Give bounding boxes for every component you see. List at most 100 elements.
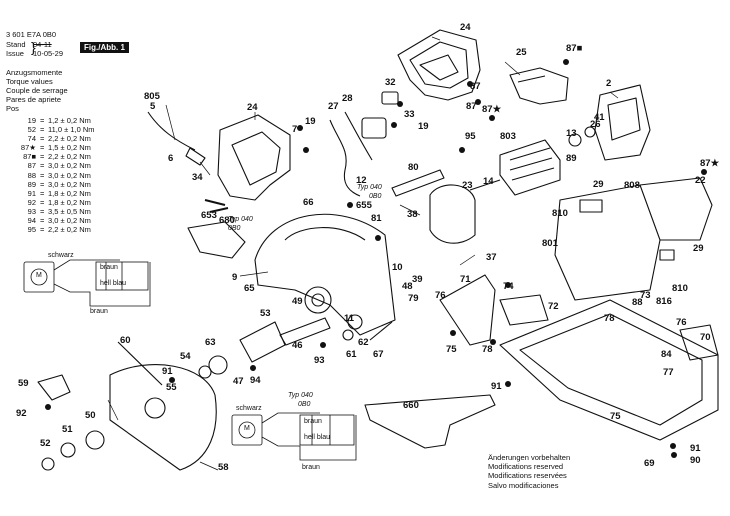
part-label-63: 63 bbox=[205, 337, 216, 348]
typ-label-b2: 0B0 bbox=[228, 225, 241, 232]
part-code: 3 601 E7A 0B0 bbox=[6, 30, 57, 39]
part-label-2: 2 bbox=[606, 78, 612, 89]
part-label-27: 27 bbox=[328, 101, 339, 112]
stand-label: Stand bbox=[6, 40, 26, 49]
torque-titles: Anzugsmomente Torque values Couple de se… bbox=[6, 68, 68, 113]
note-de: Änderungen vorbehalten bbox=[488, 453, 571, 462]
part-label-78b: 78 bbox=[482, 344, 493, 355]
torque-pos: 89 bbox=[27, 179, 36, 189]
wire-label-braun-a: braun bbox=[100, 264, 118, 271]
spindle-46 bbox=[279, 317, 331, 346]
torque-equals: = bbox=[40, 152, 45, 162]
torque-equals: = bbox=[40, 225, 45, 235]
part-label-655: 655 bbox=[356, 200, 372, 211]
part-label-19a: 19 bbox=[305, 116, 316, 127]
torque-value: 2,2 ± 0,2 Nm bbox=[48, 225, 91, 235]
base-plate bbox=[499, 299, 719, 441]
part-label-76a: 76 bbox=[435, 290, 446, 301]
part-label-810a: 810 bbox=[552, 208, 568, 219]
part-label-72: 72 bbox=[548, 301, 559, 312]
torque-equals: = bbox=[40, 116, 45, 125]
part-label-803: 803 bbox=[500, 131, 516, 142]
part-label-41: 41 bbox=[594, 112, 605, 123]
typ-label-c2: 0B0 bbox=[298, 401, 311, 408]
cable-protector bbox=[185, 147, 206, 166]
lever-59 bbox=[37, 374, 71, 401]
part-label-92: 92 bbox=[16, 408, 27, 419]
part-label-60: 60 bbox=[120, 335, 131, 346]
part-label-7: 7 bbox=[292, 124, 298, 135]
part-label-14: 14 bbox=[483, 176, 494, 187]
part-label-26: 26 bbox=[590, 119, 601, 130]
part-label-39: 39 bbox=[412, 274, 423, 285]
part-label-61: 61 bbox=[346, 349, 357, 360]
torque-row: 89=3,0 ± 0,2 Nm bbox=[6, 180, 95, 189]
part-label-29a: 29 bbox=[593, 179, 604, 190]
part-label-75a: 75 bbox=[446, 344, 457, 355]
part-label-38: 38 bbox=[407, 209, 418, 220]
part-label-24b: 24 bbox=[247, 102, 258, 113]
torque-equals: = bbox=[40, 206, 45, 216]
part-label-51: 51 bbox=[62, 424, 73, 435]
parallel-guide bbox=[364, 394, 496, 449]
torque-equals: = bbox=[40, 216, 45, 226]
torque-title-es: Pares de apriete bbox=[6, 95, 62, 105]
part-label-5: 5 bbox=[150, 101, 156, 112]
part-label-10: 10 bbox=[392, 262, 403, 273]
bevel-part-72 bbox=[499, 294, 549, 326]
part-label-88: 88 bbox=[632, 297, 643, 308]
hex-key-653 bbox=[204, 199, 229, 213]
part-label-50: 50 bbox=[85, 410, 96, 421]
part-label-810b: 810 bbox=[672, 283, 688, 294]
torque-pos: 91 bbox=[27, 188, 36, 198]
part-label-89: 89 bbox=[566, 153, 577, 164]
typ-label-c: Typ 040 bbox=[288, 392, 313, 399]
note-fr: Modifications reservées bbox=[488, 471, 567, 481]
typ-label-b: Typ 040 bbox=[228, 216, 253, 223]
part-label-55: 55 bbox=[166, 382, 177, 393]
torque-value: 2,2 ± 0,2 Nm bbox=[48, 134, 91, 144]
wire-label-braun-b2: braun bbox=[302, 464, 320, 471]
blade-guard bbox=[254, 213, 396, 336]
part-label-801: 801 bbox=[542, 238, 558, 249]
part-label-46: 46 bbox=[292, 340, 303, 351]
bevel-scale-70 bbox=[679, 324, 719, 361]
torque-equals: = bbox=[40, 143, 45, 153]
part-label-49: 49 bbox=[292, 296, 303, 307]
handle-housing bbox=[217, 114, 291, 201]
note-en: Modifications reserved bbox=[488, 462, 564, 472]
torque-pos: 87★ bbox=[20, 143, 36, 153]
screw-52 bbox=[41, 457, 55, 471]
armature bbox=[469, 126, 596, 196]
wiring-schematic-b bbox=[231, 412, 357, 461]
part-label-9: 9 bbox=[232, 272, 238, 283]
part-61 bbox=[342, 329, 354, 341]
fan-housing-23 bbox=[429, 184, 476, 244]
torque-value: 2,2 ± 0,2 Nm bbox=[48, 152, 91, 162]
small-fasteners bbox=[45, 59, 707, 458]
part-label-76b: 76 bbox=[676, 317, 687, 328]
part-label-87a: 87 bbox=[470, 81, 481, 92]
part-label-12: 12 bbox=[356, 175, 367, 186]
pin-67 bbox=[369, 321, 393, 341]
motor-symbol-a: M bbox=[36, 272, 42, 279]
issue-brace: } bbox=[31, 39, 36, 55]
torque-value: 3,0 ± 0,2 Nm bbox=[48, 161, 91, 171]
typ-label-a2: 0B0 bbox=[369, 193, 382, 200]
part-label-91c: 91 bbox=[690, 443, 701, 454]
part-label-65: 65 bbox=[244, 283, 255, 294]
part-label-93: 93 bbox=[314, 355, 325, 366]
torque-row: 87=3,0 ± 0,2 Nm bbox=[6, 161, 95, 170]
motor-cover bbox=[509, 67, 569, 105]
leader-lines bbox=[107, 36, 619, 471]
torque-value: 3,0 ± 0,2 Nm bbox=[48, 170, 91, 180]
torque-value: 3,0 ± 0,2 Nm bbox=[48, 216, 91, 226]
part-label-48: 48 bbox=[402, 281, 413, 292]
issue-date: 10-05-29 bbox=[33, 49, 64, 58]
part-label-11: 11 bbox=[344, 313, 355, 324]
part-label-87b: 87 bbox=[466, 101, 477, 112]
part-label-52: 52 bbox=[40, 438, 51, 449]
brush-810 bbox=[659, 249, 675, 261]
torque-row: 88=3,0 ± 0,2 Nm bbox=[6, 171, 95, 180]
